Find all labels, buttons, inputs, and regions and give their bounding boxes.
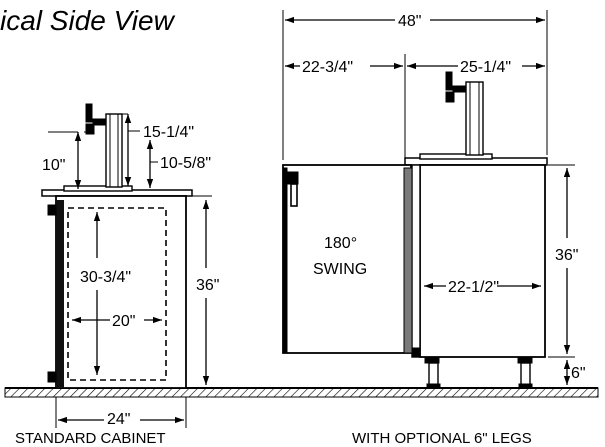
dim-interior-height: 30-3/4" bbox=[80, 269, 131, 286]
dim-door-swing-clearance: 22-3/4" bbox=[302, 59, 353, 76]
beer-tower bbox=[85, 103, 123, 188]
cabinet-body-right bbox=[419, 164, 546, 358]
standard-cabinet-drawing bbox=[41, 103, 193, 389]
dim-spout-height: 10" bbox=[42, 157, 65, 174]
leg-cabinet-drawing bbox=[282, 71, 548, 389]
dim-tower-height: 15-1/4" bbox=[143, 124, 194, 141]
dim-tower-depth: 10-5/8" bbox=[160, 155, 211, 172]
dim-interior-depth: 22-1/2" bbox=[448, 279, 499, 296]
cabinet-body bbox=[55, 195, 187, 389]
right-dimensions: 48" 22-3/4" 25-1/4" 180° SWING 22-1/2" 3… bbox=[282, 10, 586, 385]
left-dimensions: 15-1/4" 10" 10-5/8" 30-3/4" 20" 36" 24" bbox=[42, 113, 219, 428]
dim-leg-height: 6" bbox=[571, 365, 586, 382]
legs bbox=[424, 356, 533, 389]
dim-interior-width: 20" bbox=[112, 313, 135, 330]
caption-optional-legs: WITH OPTIONAL 6" LEGS bbox=[352, 430, 532, 447]
door-swing-angle: 180° bbox=[324, 235, 357, 252]
dim-cabinet-height: 36" bbox=[196, 277, 219, 294]
caption-standard-cabinet: STANDARD CABINET bbox=[15, 430, 166, 447]
dim-cabinet-depth: 24" bbox=[107, 411, 130, 428]
beer-tower-right bbox=[445, 71, 484, 156]
door-handle bbox=[56, 200, 64, 388]
dim-overall-depth: 48" bbox=[398, 13, 421, 30]
dim-cabinet-height-right: 36" bbox=[555, 247, 578, 264]
interior-outline bbox=[67, 207, 167, 381]
floor bbox=[4, 387, 599, 398]
page-title: ical Side View bbox=[0, 5, 176, 36]
dim-cabinet-depth-right: 25-1/4" bbox=[460, 59, 511, 76]
door-swing-label: SWING bbox=[313, 261, 367, 278]
open-door bbox=[282, 164, 421, 357]
